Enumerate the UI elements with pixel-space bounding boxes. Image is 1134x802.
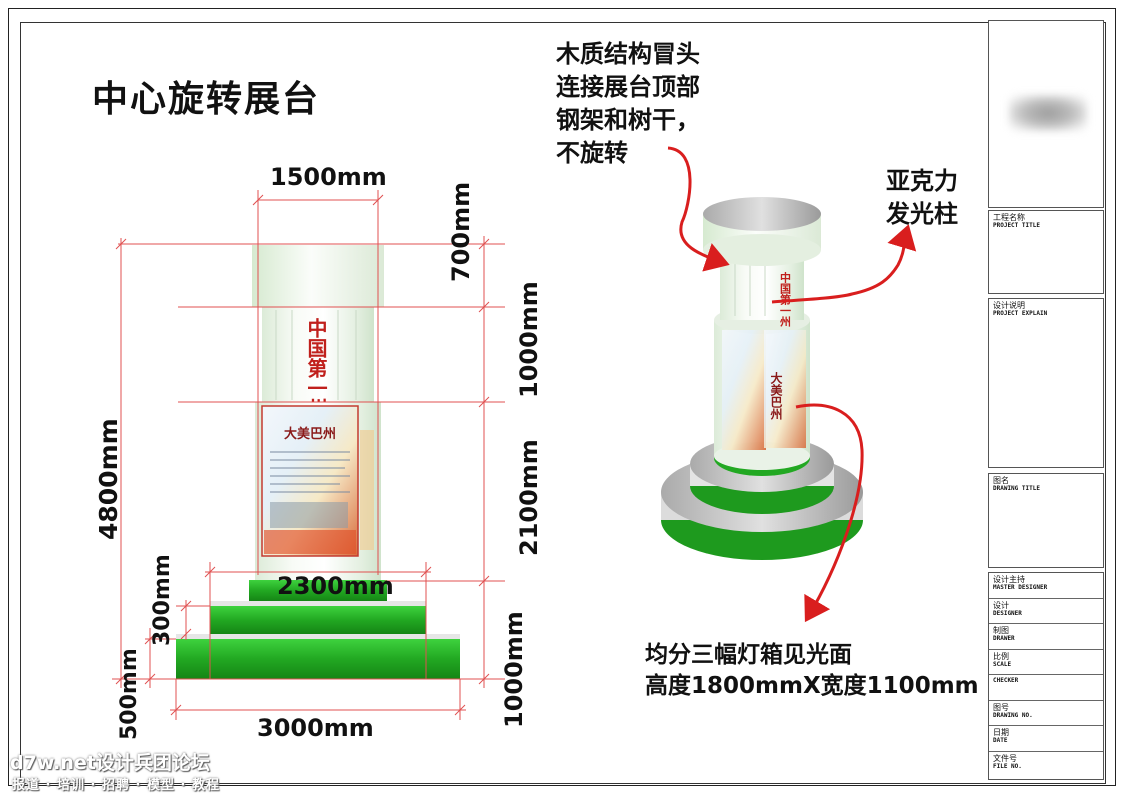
- page-title: 中心旋转展台: [92, 79, 321, 120]
- dim-base-step-height: 500mm: [117, 648, 142, 740]
- dim-upper-height: 1000mm: [515, 281, 543, 398]
- blurred-logo: [1009, 95, 1087, 131]
- project-explain-label: 设计说明: [993, 301, 1025, 310]
- title-row: 日期 DATE: [989, 726, 1103, 752]
- annotation-line: 高度1800mmX宽度1100mm: [645, 673, 979, 699]
- drawing-title-label-en: DRAWING TITLE: [993, 485, 1040, 492]
- annotation-acrylic: 亚克力 发光柱: [886, 165, 958, 231]
- 3d-calligraphy: 中国第一州: [779, 271, 793, 328]
- dim-top-width: 1500mm: [270, 163, 387, 191]
- row-label: 设计: [993, 600, 1009, 610]
- title-row: 制图 DRAWER: [989, 624, 1103, 650]
- watermark-site: d7w.net设计兵团论坛: [10, 752, 210, 774]
- dim-cap-height: 700mm: [447, 181, 475, 282]
- watermark-tagline: 报道 · 培训 · 招聘 · 模型 · 教程: [12, 778, 220, 793]
- elevation-acrylic-columns: [262, 307, 374, 402]
- dim-base-height: 1000mm: [500, 611, 528, 728]
- 3d-poster-title: 大美巴州: [769, 371, 783, 421]
- drawing-title-label: 图名: [993, 476, 1009, 485]
- callout-arrow-lightbox: [795, 403, 864, 623]
- elevation-cap: [252, 245, 384, 307]
- title-row: 图号 DRAWING NO.: [989, 701, 1103, 726]
- row-label: 比例: [993, 651, 1009, 661]
- title-block-signatures: 设计主持 MASTER DESIGNER 设计 DESIGNER 制图 DRAW…: [988, 572, 1104, 780]
- project-title-label: 工程名称: [993, 213, 1025, 222]
- project-title-label-en: PROJECT TITLE: [993, 222, 1040, 229]
- row-label-en: CHECKER: [993, 677, 1019, 684]
- title-block-project-explain: 设计说明 PROJECT EXPLAIN: [988, 298, 1104, 468]
- row-label: 日期: [993, 728, 1009, 737]
- annotation-lightbox: 均分三幅灯箱见光面 高度1800mmX宽度1100mm: [645, 640, 979, 702]
- poster-title: 大美巴州: [284, 426, 336, 442]
- dim-middle-width: 2300mm: [277, 572, 394, 600]
- callout-arrow-acrylic: [771, 224, 917, 304]
- title-block-drawing-title: 图名 DRAWING TITLE: [988, 473, 1104, 568]
- row-label-en: SCALE: [993, 660, 1012, 668]
- row-label: 文件号: [993, 753, 1017, 763]
- base-step-bottom: [176, 639, 460, 679]
- row-label-en: DATE: [993, 737, 1008, 744]
- title-row: 设计 DESIGNER: [989, 599, 1103, 624]
- title-row: 设计主持 MASTER DESIGNER: [989, 573, 1103, 599]
- row-label: 制图: [993, 626, 1009, 635]
- row-label-en: DRAWER: [993, 635, 1015, 642]
- dim-base-width: 3000mm: [257, 714, 374, 742]
- dim-middle-height: 2100mm: [515, 439, 543, 556]
- dim-total-height: 4800mm: [94, 418, 123, 540]
- row-label-en: FILE NO.: [993, 762, 1022, 770]
- calligraphy-text: 中国第一州: [304, 317, 328, 418]
- annotation-line: 亚克力: [886, 167, 958, 195]
- base-step-top: [249, 580, 387, 601]
- dim-step-height: 300mm: [150, 554, 175, 646]
- callout-arrow-cap: [667, 146, 730, 272]
- annotation-line: 钢架和树干，: [556, 106, 700, 134]
- title-block-logo-area: [988, 20, 1104, 208]
- base-step-middle: [210, 606, 426, 634]
- project-explain-label-en: PROJECT EXPLAIN: [993, 310, 1048, 317]
- annotation-line: 发光柱: [886, 200, 958, 228]
- drawing-frame: [20, 22, 1106, 784]
- title-row: 文件号 FILE NO.: [989, 752, 1103, 778]
- annotation-line: 不旋转: [556, 139, 628, 167]
- title-block-project-title: 工程名称 PROJECT TITLE: [988, 210, 1104, 294]
- row-label: 图号: [993, 702, 1009, 712]
- annotation-wood-cap: 木质结构冒头 连接展台顶部 钢架和树干， 不旋转: [556, 38, 700, 170]
- row-label-en: DESIGNER: [993, 609, 1022, 617]
- drawing-sheet-border: [8, 8, 1116, 786]
- annotation-line: 连接展台顶部: [556, 73, 700, 101]
- row-label: 设计主持: [993, 575, 1025, 584]
- dimension-lines: [112, 190, 505, 720]
- title-row: 比例 SCALE: [989, 650, 1103, 675]
- row-label-en: DRAWING NO.: [993, 711, 1033, 719]
- annotation-line: 木质结构冒头: [556, 40, 700, 68]
- annotation-line: 均分三幅灯箱见光面: [645, 642, 852, 668]
- row-label-en: MASTER DESIGNER: [993, 584, 1048, 591]
- title-row: CHECKER: [989, 675, 1103, 701]
